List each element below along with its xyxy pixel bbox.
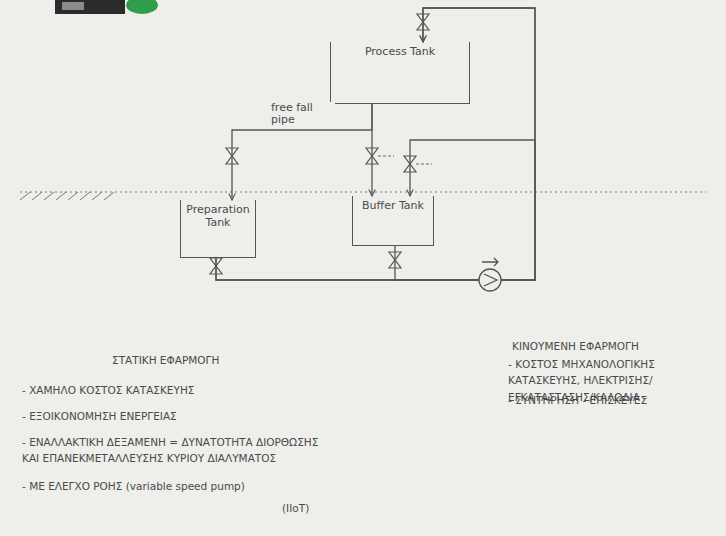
ground-line	[20, 192, 706, 200]
pipe-connector	[216, 140, 535, 280]
tank-box: Preparation Tank	[180, 200, 256, 258]
tank-box: Process Tank	[330, 42, 470, 104]
note-text: ΣΤΑΤΙΚΗ ΕΦΑΡΜΟΓΗ	[112, 352, 312, 368]
actuator-lines	[378, 156, 432, 164]
pipe-connector	[371, 104, 372, 196]
pump-symbol	[479, 258, 501, 291]
note-text: - ΧΑΜΗΛΟ ΚΟΣΤΟΣ ΚΑΤΑΣΚΕΥΗΣ	[22, 382, 322, 398]
pipe-label: free fall pipe	[269, 102, 335, 127]
note-text: (IIoT)	[282, 500, 342, 516]
marker-object	[55, 0, 125, 14]
note-text: - ΕΝΑΛΛΑΚΤΙΚΗ ΔΕΞΑΜΕΝΗ = ΔΥΝΑΤΟΤΗΤΑ ΔΙΟΡ…	[22, 434, 327, 467]
note-text: - ΕΞΟΙΚΟΝΟΜΗΣΗ ΕΝΕΡΓΕΙΑΣ	[22, 408, 322, 424]
tank-label: Process Tank	[362, 42, 438, 63]
note-text: - ΜΕ ΕΛΕΓΧΟ ΡΟΗΣ (variable speed pump)	[22, 478, 327, 494]
pipe-connector	[216, 8, 535, 280]
marker-object	[62, 2, 84, 10]
tank-label: Preparation Tank	[181, 200, 255, 233]
note-text: - ΣΥΝΤΗΡΗΣΗ - ΕΠΙΣΚΕΥΕΣ	[508, 392, 720, 408]
marker-cap	[126, 0, 158, 14]
tank-label: Buffer Tank	[359, 196, 427, 217]
tank-box: Buffer Tank	[352, 196, 434, 246]
note-text: ΚΙΝΟΥΜΕΝΗ ΕΦΑΡΜΟΓΗ	[512, 338, 712, 354]
